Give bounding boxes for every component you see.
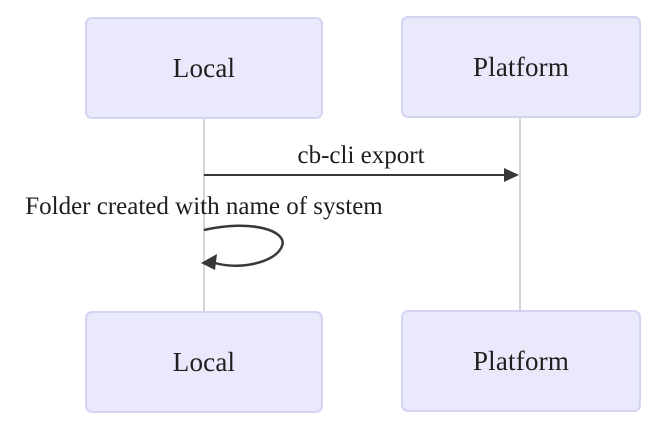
message-label-export: cb-cli export — [297, 142, 425, 169]
lifeline-platform — [519, 118, 521, 312]
actor-box-platform-bottom: Platform — [401, 310, 641, 412]
actor-box-local-bottom: Local — [85, 311, 323, 413]
lifeline-local — [203, 118, 205, 312]
message-label-folder-created: Folder created with name of system — [25, 193, 383, 220]
actor-box-platform-top: Platform — [401, 16, 641, 118]
actor-label-local-bottom: Local — [172, 346, 236, 377]
actor-label-platform-bottom: Platform — [472, 345, 570, 376]
actor-box-local-top: Local — [85, 17, 323, 119]
self-loop-curve — [203, 224, 284, 267]
actor-label-platform-top: Platform — [472, 51, 570, 82]
actor-label-local-top: Local — [172, 52, 236, 83]
